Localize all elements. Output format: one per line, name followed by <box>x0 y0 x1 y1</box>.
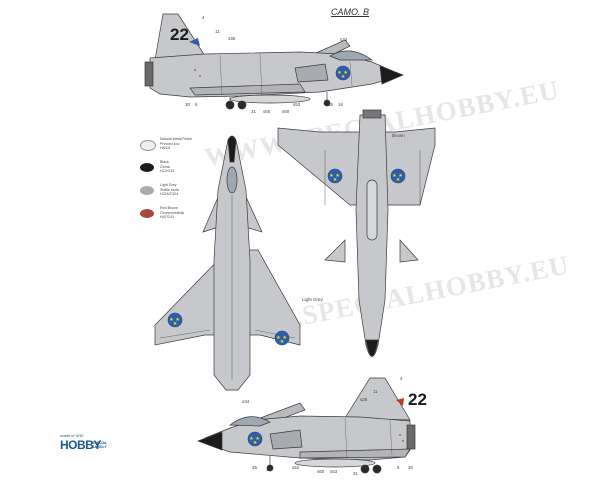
callout-bottom-53: s53 <box>330 469 338 474</box>
callout-top-35: 35 <box>328 102 334 107</box>
callout-top-4: 4 <box>202 15 205 20</box>
callout-bottom-11: 11 <box>373 389 378 394</box>
callout-top-11: 11 <box>215 29 220 34</box>
callout-brown: Brown <box>392 133 405 138</box>
tail-number-bottom: 22 <box>408 390 427 409</box>
swatch-black <box>140 163 154 172</box>
callout-bottom-35: 35 <box>252 465 258 470</box>
callout-bottom-34: s34 <box>242 399 250 404</box>
callout-top-31: 31 <box>251 109 257 114</box>
callout-bottom-26: s26 <box>360 397 368 402</box>
callout-bottom-4: 4 <box>400 376 403 381</box>
swatch-natural-metal <box>140 140 156 151</box>
callout-top-38: s38 <box>228 36 236 41</box>
callout-top-34: s34 <box>340 37 348 42</box>
tail-number-top: 22 <box>170 25 189 44</box>
side-view-bottom <box>197 377 416 474</box>
callout-top-53: s53 <box>293 102 301 107</box>
callout-bottom-5: 5 <box>397 465 400 470</box>
callout-bottom-60: s60 <box>317 469 325 474</box>
callout-bottom-52: s52 <box>292 465 300 470</box>
swatch-light-grey <box>140 186 154 195</box>
side-view-top <box>144 13 404 110</box>
callout-bottom-16: 16 <box>266 467 272 472</box>
callout-top-16: 16 <box>338 102 344 107</box>
scheme-title: CAMO. B <box>331 7 370 17</box>
callout-top-55: s55 <box>263 109 271 114</box>
callout-bottom-30: 30 <box>408 465 414 470</box>
bottom-view <box>277 109 436 357</box>
swatch-red-brown <box>140 209 154 218</box>
callout-top-60: s60 <box>282 109 290 114</box>
top-view <box>154 135 301 391</box>
callout-light-grey: Light Grey <box>302 297 323 302</box>
callout-bottom-31: 31 <box>353 471 359 476</box>
callout-top-30: 30 <box>185 102 191 107</box>
callout-top-6: 6 <box>195 102 198 107</box>
